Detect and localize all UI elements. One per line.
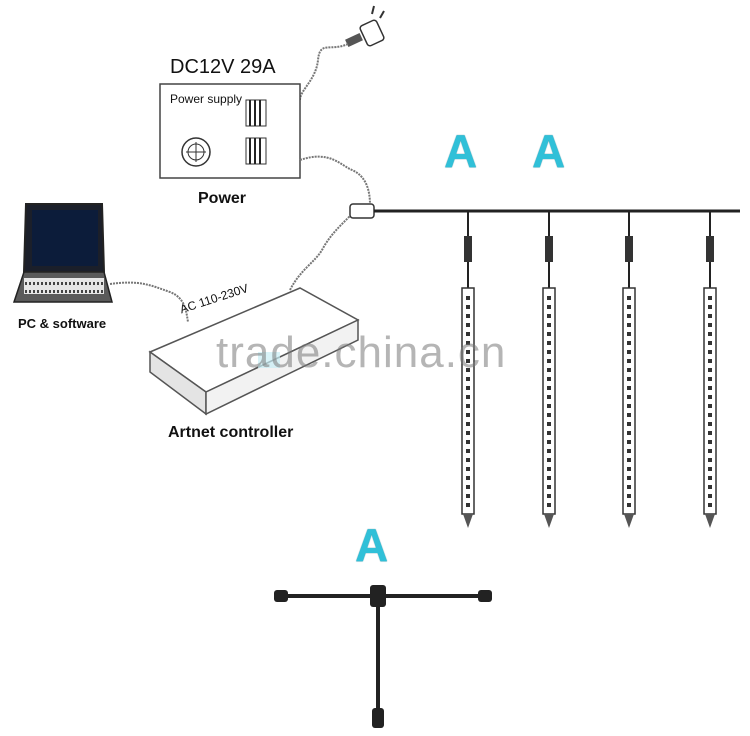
marker-a-2: A [532, 125, 566, 177]
led-tube-2 [542, 211, 556, 528]
power-supply-box [159, 83, 301, 179]
t-connector-right-plug [478, 590, 492, 602]
fan-icon [181, 137, 211, 167]
t-connector [274, 585, 492, 728]
vent-icon [245, 99, 267, 165]
mains-cable [299, 43, 349, 101]
led-tube-3 [622, 211, 636, 528]
t-connector-left-plug [274, 590, 288, 602]
watermark: trade.china.cn [216, 328, 507, 377]
t-connector-bottom-plug [372, 708, 384, 728]
artnet-controller-label: Artnet controller [168, 424, 294, 441]
voltage-label: DC12V 29A [170, 56, 276, 78]
marker-a-1: A [444, 125, 478, 177]
power-label: Power [198, 190, 247, 207]
led-tube-4 [703, 211, 717, 528]
t-connector-hub [370, 585, 386, 607]
power-plug-icon [345, 5, 385, 48]
junction-connector [349, 203, 375, 219]
power-supply-label: Power supply [170, 92, 243, 106]
marker-a-3: A [355, 519, 389, 571]
led-tube-1 [461, 211, 475, 528]
artnet-controller-box [148, 287, 360, 416]
laptop-icon [12, 203, 113, 303]
dc-cable [299, 155, 371, 206]
pc-software-label: PC & software [18, 316, 107, 331]
network-cable [109, 281, 189, 323]
controller-data-cable [289, 213, 353, 291]
